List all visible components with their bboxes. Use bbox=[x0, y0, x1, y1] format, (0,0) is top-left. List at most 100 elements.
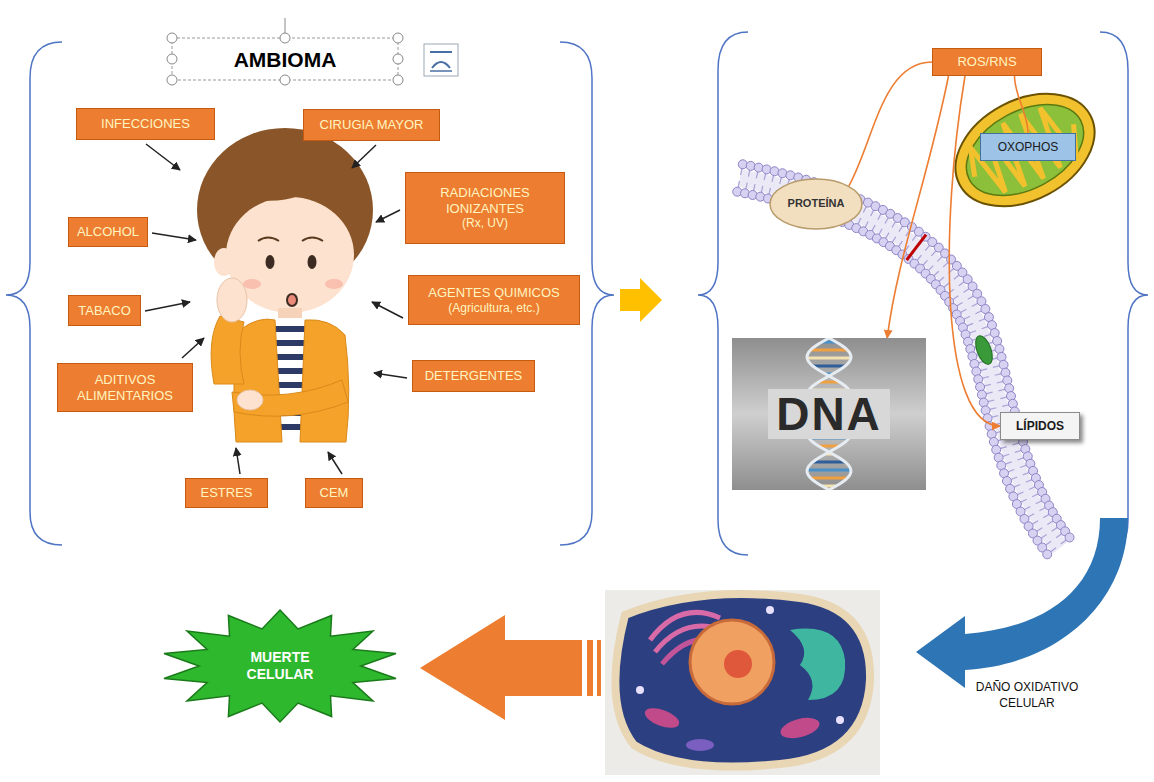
node-text: RADIACIONES IONIZANTES bbox=[412, 185, 558, 216]
lipid-head bbox=[1065, 533, 1074, 542]
leader-arrow bbox=[328, 452, 342, 474]
child-figure bbox=[211, 138, 370, 235]
dna-rung bbox=[813, 365, 845, 368]
cell-image bbox=[790, 629, 845, 700]
connector bbox=[949, 76, 1000, 426]
risk-factor-box: INFECCIONES bbox=[76, 108, 215, 140]
curly-brace bbox=[1100, 32, 1148, 555]
risk-factor-box: AGENTES QUIMICOS(Agricultura, etc.) bbox=[408, 275, 580, 325]
selection-handles bbox=[393, 75, 403, 85]
text-group: DETERGENTES bbox=[419, 368, 528, 384]
selection-handles bbox=[172, 38, 398, 80]
leader-arrow bbox=[145, 144, 407, 474]
cell-image bbox=[636, 686, 644, 694]
node-text: DNA bbox=[768, 389, 890, 439]
cell-image bbox=[686, 739, 714, 751]
text-group: TABACO bbox=[75, 303, 134, 319]
child-figure bbox=[308, 255, 317, 269]
annotation-label: DAÑO OXIDATIVO CELULAR bbox=[962, 680, 1092, 711]
child-figure bbox=[243, 279, 261, 289]
node-text: AGENTES QUIMICOS bbox=[415, 285, 573, 301]
cell-image bbox=[605, 590, 880, 775]
risk-factor-box: CEM bbox=[305, 478, 363, 508]
starburst-outline bbox=[164, 610, 396, 722]
text-group: ROS/RNS bbox=[939, 54, 1035, 70]
block-arrow bbox=[597, 640, 601, 696]
text-group: ESTRES bbox=[192, 485, 261, 501]
node-text: INFECCIONES bbox=[83, 116, 208, 132]
text-group: RADIACIONES IONIZANTES(Rx, UV) bbox=[412, 185, 558, 231]
selection-handles bbox=[285, 18, 286, 33]
leader-arrow bbox=[146, 144, 180, 170]
cell-image bbox=[766, 606, 774, 614]
diagram-title: AMBIOMA bbox=[172, 38, 398, 80]
leader-arrow bbox=[352, 145, 376, 168]
node-text: OXOPHOS bbox=[987, 140, 1069, 154]
lipid-head bbox=[1043, 550, 1052, 559]
text-group: MUERTE CELULAR bbox=[229, 649, 331, 683]
leader-arrow bbox=[374, 373, 407, 378]
child-figure bbox=[211, 316, 244, 384]
selection-handles bbox=[432, 62, 450, 68]
node-text: ROS/RNS bbox=[939, 54, 1035, 70]
lipid-box: LÍPIDOS bbox=[1000, 412, 1080, 440]
dna-rung bbox=[807, 469, 851, 472]
node-text: CIRUGIA MAYOR bbox=[310, 117, 433, 133]
node-text: (Agricultura, etc.) bbox=[415, 301, 573, 315]
dna-rung bbox=[807, 357, 851, 360]
text-group: AGENTES QUIMICOS(Agricultura, etc.) bbox=[415, 285, 573, 315]
node-text: PROTEÍNA bbox=[781, 197, 851, 210]
text-group: DNA bbox=[736, 389, 922, 439]
selection-handles bbox=[167, 18, 458, 85]
text-group: PROTEÍNA bbox=[781, 197, 851, 210]
leader-arrow bbox=[376, 210, 400, 222]
selection-handles bbox=[430, 70, 452, 72]
leader-arrow bbox=[145, 302, 190, 311]
cell-image bbox=[690, 620, 774, 704]
block-arrow bbox=[587, 640, 593, 696]
node-text: ALCOHOL bbox=[75, 224, 141, 240]
dna-rung bbox=[811, 349, 848, 352]
node-text: DETERGENTES bbox=[419, 368, 528, 384]
selection-handles bbox=[280, 75, 290, 85]
child-figure bbox=[232, 380, 348, 416]
starburst: MUERTE CELULAR bbox=[159, 608, 401, 724]
selection-handles bbox=[424, 44, 458, 76]
node-text: ESTRES bbox=[192, 485, 261, 501]
risk-factor-box: ALCOHOL bbox=[68, 217, 148, 247]
cell-image bbox=[778, 714, 821, 742]
cell-membrane bbox=[972, 334, 995, 367]
leader-arrow bbox=[152, 233, 196, 240]
curved-arrow bbox=[916, 518, 1128, 688]
risk-factor-box: RADIACIONES IONIZANTES(Rx, UV) bbox=[405, 172, 565, 244]
cell-image bbox=[836, 716, 844, 724]
node-text: LÍPIDOS bbox=[1007, 419, 1073, 433]
child-figure bbox=[197, 128, 373, 442]
cell-image bbox=[642, 704, 681, 731]
curly-brace bbox=[6, 42, 62, 545]
ros-box: ROS/RNS bbox=[932, 48, 1042, 76]
cell-image bbox=[615, 594, 870, 766]
node-text: MUERTE CELULAR bbox=[229, 649, 331, 683]
curly-brace bbox=[6, 32, 1148, 555]
node-text: CEM bbox=[312, 485, 356, 501]
selection-handles bbox=[430, 51, 452, 53]
text-group: OXOPHOS bbox=[987, 140, 1069, 154]
node-text: (Rx, UV) bbox=[412, 216, 558, 230]
text-group: CEM bbox=[312, 485, 356, 501]
connector bbox=[887, 76, 948, 338]
child-figure bbox=[237, 390, 263, 410]
selection-handles bbox=[393, 54, 403, 64]
selection-handles bbox=[280, 33, 290, 43]
node-text: ADITIVOS ALIMENTARIOS bbox=[64, 372, 186, 403]
protein-outline bbox=[770, 179, 862, 229]
child-figure bbox=[325, 279, 343, 289]
lipid-head bbox=[738, 160, 747, 169]
text-group: LÍPIDOS bbox=[1007, 419, 1073, 433]
leader-arrow bbox=[182, 338, 204, 358]
text-group: ALCOHOL bbox=[75, 224, 141, 240]
block-arrow bbox=[420, 615, 582, 720]
child-figure bbox=[217, 278, 247, 322]
connector bbox=[1015, 76, 1029, 133]
